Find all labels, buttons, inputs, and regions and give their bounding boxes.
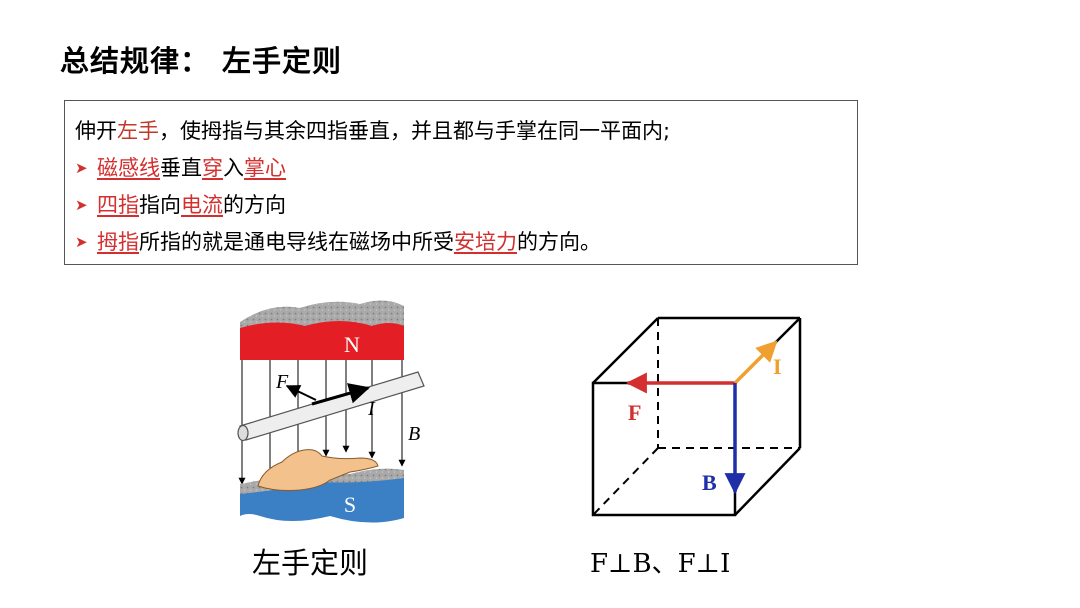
bullet-arrow-icon: ➤: [75, 233, 88, 251]
bullet-arrow-icon: ➤: [75, 159, 88, 177]
rule-line-2: ➤ 磁感线垂直穿入掌心: [75, 150, 857, 187]
cube-field-label: B: [702, 470, 717, 495]
left-figure-caption: 左手定则: [252, 546, 369, 580]
wire-body: [239, 371, 425, 441]
rule-line-2-a: 磁感线: [97, 156, 160, 180]
bullet-arrow-icon: ➤: [75, 196, 88, 214]
cube-hidden-edges: [592, 318, 800, 516]
north-pole-block: N: [240, 300, 404, 360]
title-label: 总结规律：: [60, 44, 211, 78]
rule-line-2-d: 入: [223, 156, 244, 180]
field-label: B: [408, 423, 420, 445]
rule-line-2-b: 垂直: [160, 156, 202, 180]
north-pole-face: [240, 321, 404, 360]
rule-line-4-a: 拇指: [97, 230, 139, 254]
force-label: F: [275, 371, 289, 393]
rule-line-4-c: 安培力: [454, 230, 517, 254]
rule-line-2-e: 掌心: [244, 156, 286, 180]
rule-line-1-highlight: 左手: [117, 119, 159, 143]
title-rule-name: 左手定则: [222, 44, 343, 78]
current-wire: [237, 371, 425, 442]
hand-palm: [257, 449, 379, 491]
rule-line-3-d: 的方向: [223, 193, 286, 217]
cube-current-arrow: [733, 340, 778, 385]
rule-line-1-pre: 伸开: [75, 119, 117, 143]
rule-line-4-b: 所指的就是通电导线在磁场中所受: [139, 230, 454, 254]
wire-end: [237, 424, 249, 442]
rule-line-1: 伸开左手，使拇指与其余四指垂直，并且都与手掌在同一平面内;: [75, 113, 857, 150]
rule-line-3-a: 四指: [97, 193, 139, 217]
magnet-hand-figure: N S F I B: [237, 300, 425, 523]
rule-summary-box: 伸开左手，使拇指与其余四指垂直，并且都与手掌在同一平面内; ➤ 磁感线垂直穿入掌心…: [64, 100, 858, 265]
cube-figure: F I B: [591, 316, 802, 517]
rule-line-1-post: ，使拇指与其余四指垂直，并且都与手掌在同一平面内;: [159, 119, 671, 143]
page-title: 总结规律： 左手定则: [60, 38, 342, 80]
rule-line-3-b: 指向: [139, 193, 181, 217]
rule-line-4: ➤ 拇指所指的就是通电导线在磁场中所受安培力的方向。: [75, 224, 857, 261]
rule-line-2-c: 穿: [202, 156, 223, 180]
current-label: I: [367, 398, 376, 420]
cube-force-label: F: [628, 400, 641, 425]
south-label: S: [344, 492, 356, 517]
rule-line-3: ➤ 四指指向电流的方向: [75, 187, 857, 224]
cube-edge: [592, 317, 659, 384]
cube-hidden-edge: [592, 447, 659, 516]
rule-line-4-d: 的方向。: [517, 230, 601, 254]
cube-edge: [734, 447, 801, 516]
right-figure-caption: F⊥B、F⊥I: [590, 549, 731, 579]
force-arrow: [285, 385, 317, 401]
current-arrow: [311, 383, 371, 406]
cube-current-label: I: [773, 354, 782, 379]
north-label: N: [344, 332, 360, 357]
rule-line-3-c: 电流: [181, 193, 223, 217]
